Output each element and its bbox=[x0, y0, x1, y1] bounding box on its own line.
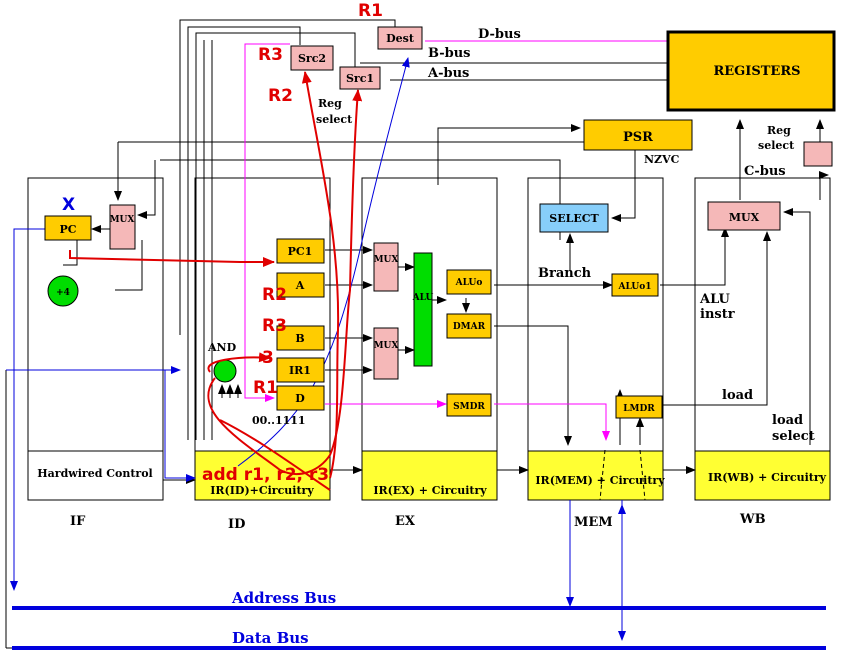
aluo-box bbox=[446, 269, 492, 295]
and-gate-label: AND bbox=[207, 341, 237, 354]
d-box bbox=[276, 385, 325, 411]
hardwired-control-label: Hardwired Control bbox=[37, 467, 152, 480]
stage-label-id: ID bbox=[228, 517, 245, 532]
ex-mux-bottom-label: MUX bbox=[374, 341, 399, 351]
d-label: D bbox=[295, 392, 305, 405]
aluo-label: ALUo bbox=[455, 278, 483, 288]
b-bus-label: B-bus bbox=[428, 46, 471, 61]
plus4-label: +4 bbox=[56, 288, 70, 298]
annotation-r3-b: R3 bbox=[262, 316, 287, 336]
ir-wb-box bbox=[694, 450, 831, 501]
annotation-r1-d: R1 bbox=[253, 378, 278, 398]
annotation-r3-top: R3 bbox=[258, 45, 283, 65]
select-label: SELECT bbox=[549, 212, 599, 225]
wb-stage-frame bbox=[694, 177, 831, 501]
wb-reg-select-line1: Reg bbox=[767, 124, 791, 137]
stage-label-wb: WB bbox=[739, 512, 766, 527]
alu-label: ALU bbox=[412, 293, 434, 303]
registers-title: REGISTERS bbox=[713, 64, 800, 79]
pc1-label: PC1 bbox=[288, 245, 313, 258]
constant-label: 00..1111 bbox=[252, 414, 306, 427]
annotation-r2-a: R2 bbox=[262, 285, 287, 305]
registers-block bbox=[666, 30, 836, 112]
ir1-box bbox=[276, 357, 325, 383]
magenta-wiring bbox=[244, 40, 668, 441]
wb-reg-select-line2: select bbox=[758, 139, 795, 152]
ex-mux-bottom-box bbox=[373, 327, 399, 380]
d-bus-label: D-bus bbox=[478, 27, 521, 42]
load-select-line1: load bbox=[772, 413, 803, 428]
psr-box bbox=[583, 119, 693, 151]
smdr-label: SMDR bbox=[453, 402, 485, 412]
load-label: load bbox=[722, 388, 753, 403]
wb-mux-box bbox=[707, 201, 781, 231]
alu-box bbox=[413, 252, 433, 367]
a-label: A bbox=[295, 279, 305, 292]
plus4-circle bbox=[47, 275, 79, 307]
hardwired-control-box bbox=[27, 450, 164, 501]
blue-wiring bbox=[6, 57, 626, 641]
smdr-box bbox=[446, 393, 492, 417]
annotation-instruction: add r1, r2, r3 bbox=[202, 465, 329, 485]
ex-mux-top-box bbox=[373, 242, 399, 292]
dest-box bbox=[377, 26, 423, 50]
dest-label: Dest bbox=[386, 32, 415, 45]
wb-mux-label: MUX bbox=[729, 211, 760, 224]
reg-select-small-box bbox=[803, 141, 833, 167]
annotation-x: X bbox=[62, 195, 75, 215]
lmdr-label: LMDR bbox=[623, 404, 655, 414]
address-bus-label: Address Bus bbox=[231, 589, 336, 607]
nzvc-label: NZVC bbox=[644, 153, 680, 166]
aluo1-label: ALUo1 bbox=[618, 282, 652, 292]
dmar-label: DMAR bbox=[453, 322, 486, 332]
pc-box bbox=[44, 215, 92, 241]
b-box bbox=[276, 325, 325, 351]
stage-label-mem: MEM bbox=[574, 515, 613, 530]
a-bus-label: A-bus bbox=[427, 66, 469, 81]
and-gate-circle bbox=[213, 359, 237, 383]
ir-ex-box bbox=[361, 450, 498, 501]
alu-instr-line2: instr bbox=[700, 307, 735, 322]
c-bus-label: C-bus bbox=[744, 164, 786, 179]
if-mux-box bbox=[109, 204, 136, 250]
stage-label-if: IF bbox=[70, 514, 86, 529]
ir-id-label: IR(ID)+Circuitry bbox=[210, 484, 314, 497]
load-select-line2: select bbox=[772, 429, 815, 444]
annotation-r2-top: R2 bbox=[268, 86, 293, 106]
dmar-box bbox=[446, 313, 492, 339]
pc-label: PC bbox=[59, 223, 76, 236]
src1-box bbox=[339, 66, 381, 90]
a-box bbox=[276, 272, 325, 298]
ir1-label: IR1 bbox=[289, 364, 311, 377]
src1-label: Src1 bbox=[346, 72, 374, 85]
alu-instr-line1: ALU bbox=[699, 292, 731, 307]
b-label: B bbox=[295, 332, 304, 345]
src2-label: Src2 bbox=[298, 52, 326, 65]
annotation-three: 3 bbox=[262, 348, 274, 368]
stage-label-ex: EX bbox=[395, 514, 416, 529]
lmdr-box bbox=[615, 395, 663, 419]
select-box bbox=[539, 203, 609, 233]
if-mux-label: MUX bbox=[110, 215, 135, 225]
psr-label: PSR bbox=[623, 130, 653, 145]
pc1-box bbox=[276, 238, 325, 264]
ir-ex-label: IR(EX) + Circuitry bbox=[373, 484, 487, 497]
ir-mem-label: IR(MEM) + Circuitry bbox=[535, 474, 665, 487]
reg-select-label-line1: Reg bbox=[318, 97, 342, 110]
aluo1-box bbox=[611, 273, 659, 297]
annotation-r1-top: R1 bbox=[358, 1, 383, 21]
reg-select-label-line2: select bbox=[316, 113, 353, 126]
ir-wb-label: IR(WB) + Circuitry bbox=[708, 471, 827, 484]
branch-label: Branch bbox=[538, 266, 592, 281]
red-paths bbox=[69, 71, 363, 491]
data-bus-label: Data Bus bbox=[232, 629, 309, 647]
src2-box bbox=[290, 45, 334, 71]
ex-mux-top-label: MUX bbox=[374, 255, 399, 265]
